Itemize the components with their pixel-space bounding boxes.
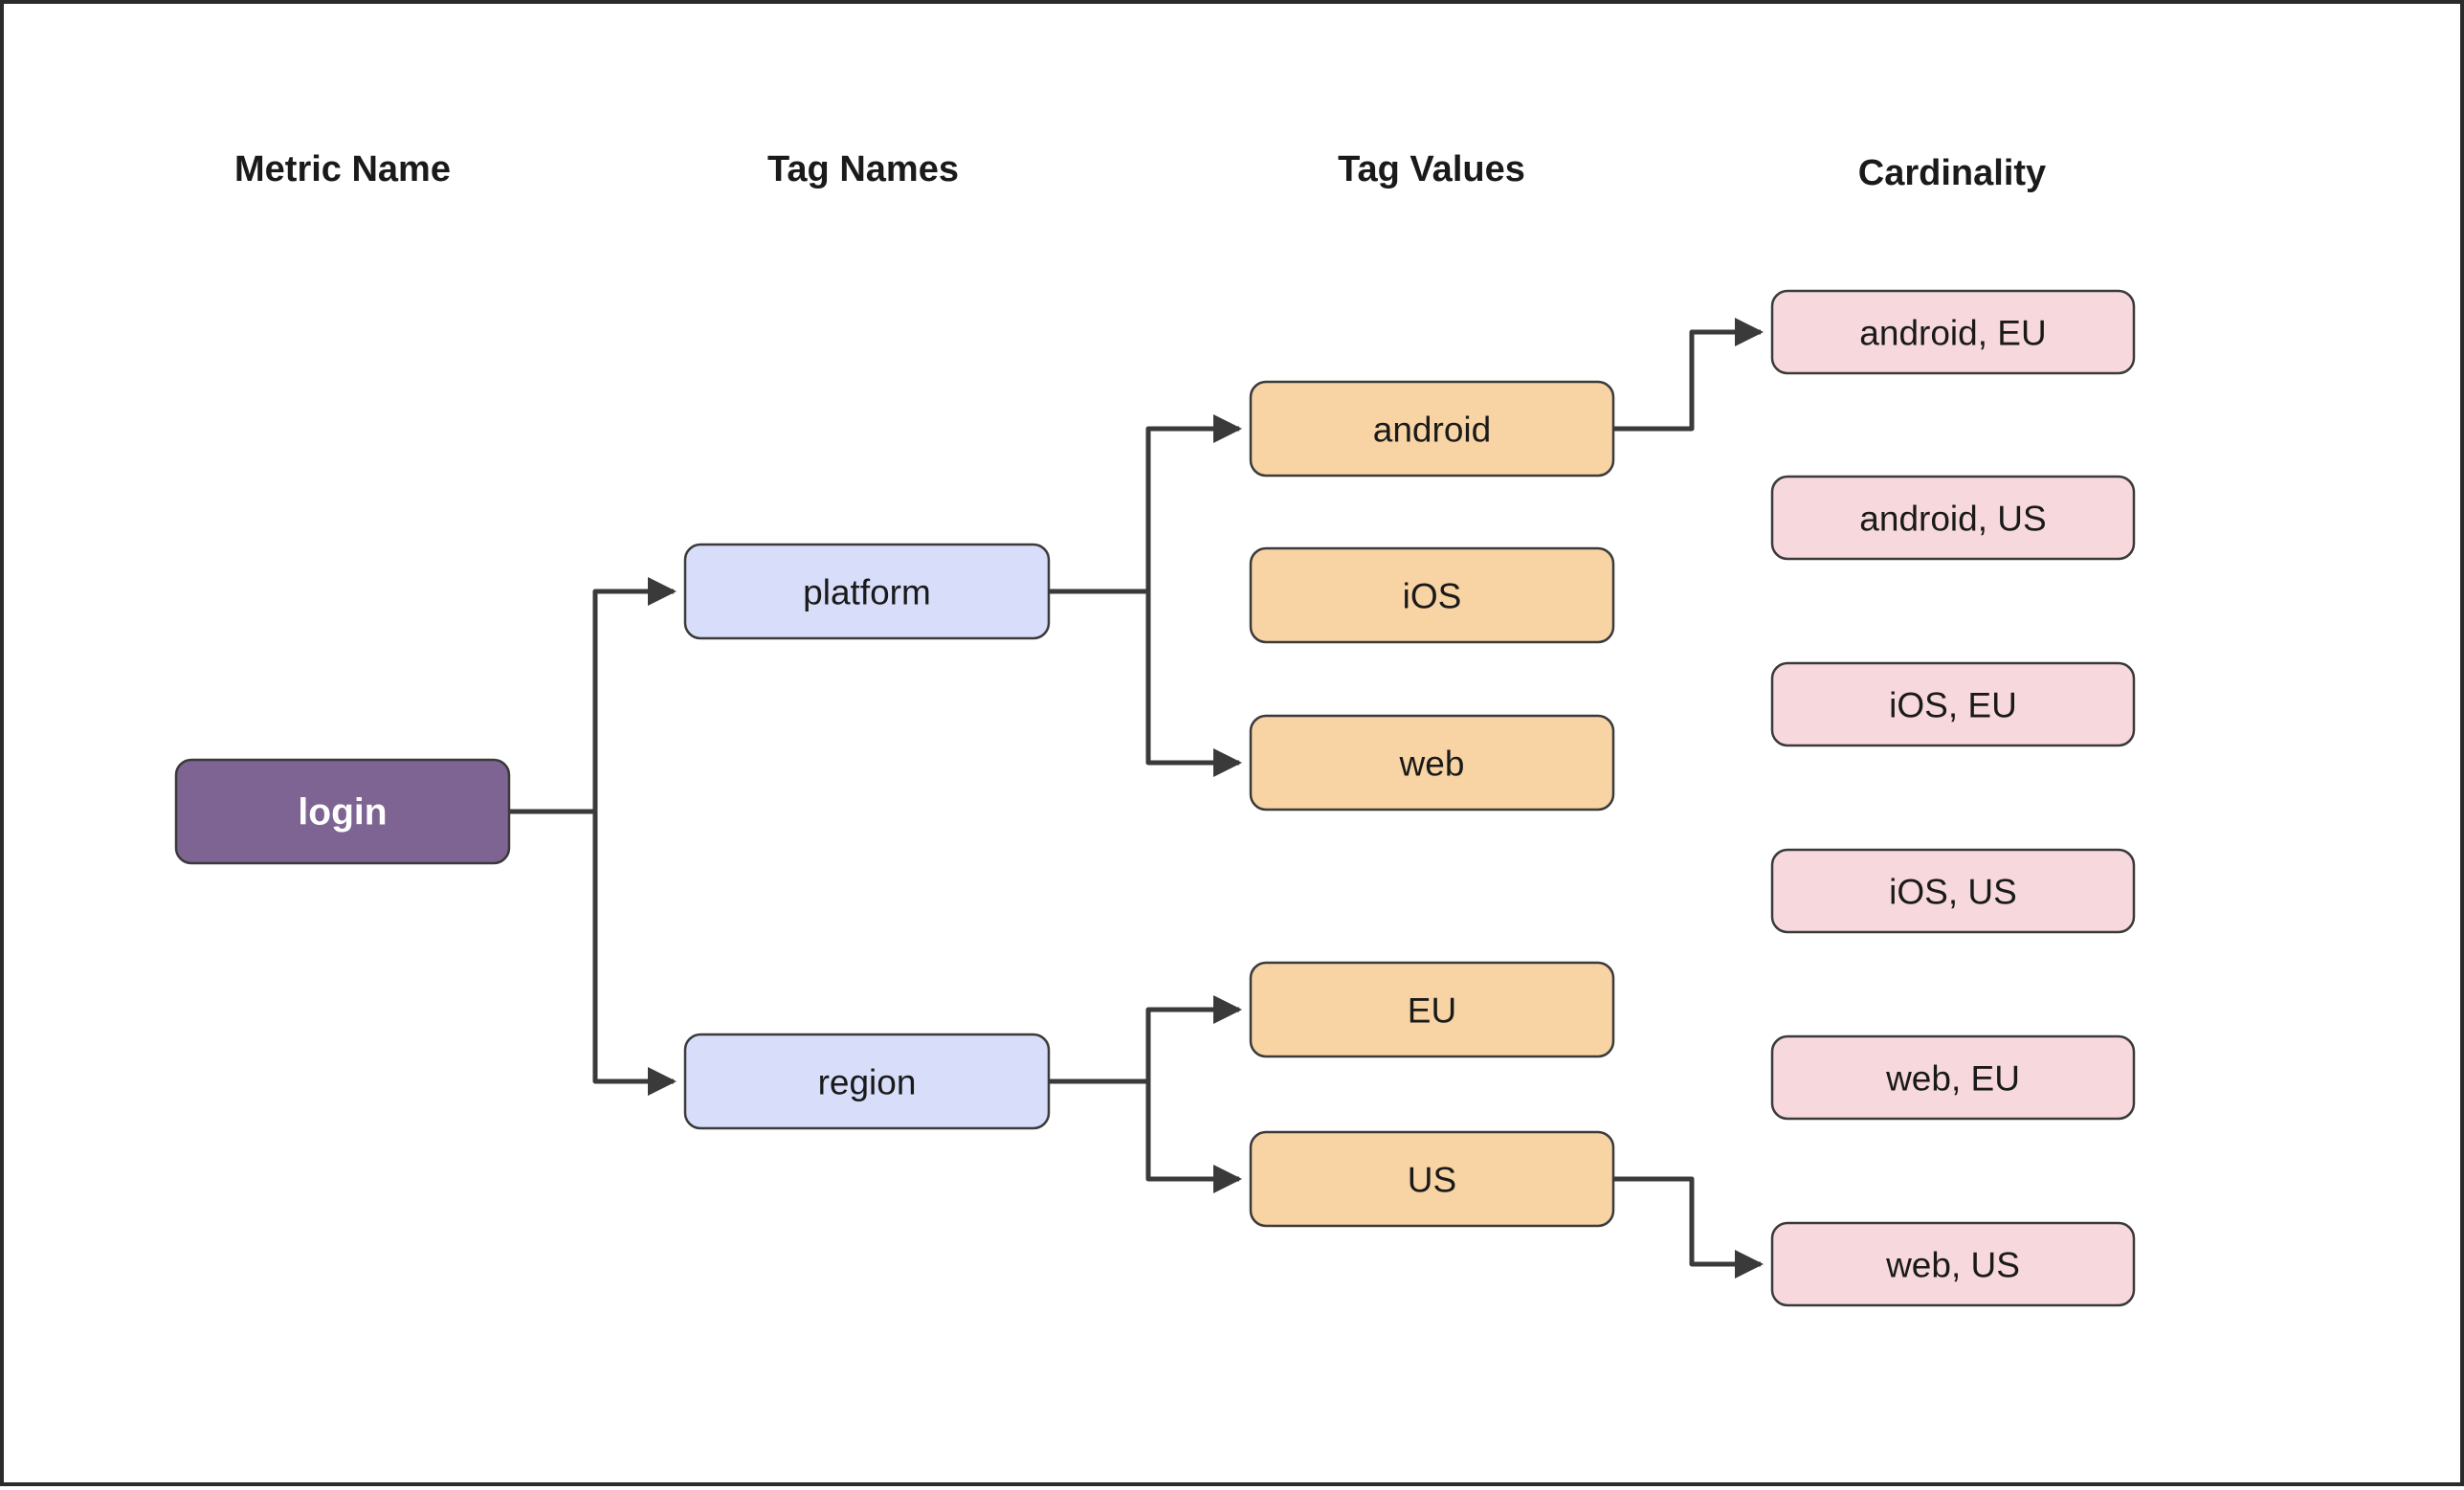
metric-node-box	[174, 758, 511, 865]
cardinality-node-box	[1770, 475, 2136, 561]
cardinality-node-box	[1770, 1034, 2136, 1121]
cardinality-node-label: web, EU	[1885, 1059, 2020, 1099]
cardinality-node-android-eu[interactable]: android, EU	[1770, 289, 2136, 375]
edge-platform-to-android	[1145, 414, 1242, 591]
cardinality-node-label: web, US	[1885, 1246, 2020, 1285]
cardinality-node-box	[1770, 1221, 2136, 1307]
column-header-tag-names: Tag Names	[767, 149, 959, 189]
tag-value-node-box	[1249, 961, 1615, 1058]
tag-value-node-label: web	[1399, 745, 1465, 784]
cardinality-node-box	[1770, 848, 2136, 934]
cardinality-node-box	[1770, 661, 2136, 747]
tag-name-node-label: platform	[803, 573, 931, 612]
column-headers: Metric Name Tag Names Tag Values Cardinalit…	[234, 149, 2046, 193]
edge-region-to-eu	[1145, 995, 1242, 1081]
tag-value-node-box	[1249, 1130, 1615, 1228]
tag-value-node-box	[1249, 380, 1615, 478]
cardinality-node-label: android, EU	[1859, 314, 2046, 353]
cardinality-node-android-us[interactable]: android, US	[1770, 475, 2136, 561]
edges-layer	[509, 318, 1764, 1279]
tag-name-node-label: region	[818, 1063, 917, 1102]
tag-name-node-region[interactable]: region	[683, 1033, 1051, 1130]
tag-value-node-box	[1249, 714, 1615, 812]
edge-region-to-us	[1145, 1081, 1242, 1193]
column-header-tag-values: Tag Values	[1338, 149, 1525, 189]
cardinality-node-box	[1770, 289, 2136, 375]
cardinality-node-web-us[interactable]: web, US	[1770, 1221, 2136, 1307]
tag-value-node-android[interactable]: android	[1249, 380, 1615, 478]
edge-us-to-web-us	[1613, 1176, 1764, 1279]
tag-value-node-label: iOS	[1403, 577, 1462, 616]
cardinality-node-label: iOS, US	[1889, 873, 2017, 912]
cardinality-node-web-eu[interactable]: web, EU	[1770, 1034, 2136, 1121]
cardinality-node-ios-eu[interactable]: iOS, EU	[1770, 661, 2136, 747]
edge-android-to-android-eu	[1613, 318, 1764, 432]
metric-node-label: login	[298, 792, 387, 834]
cardinality-tree-diagram: Metric Name Tag Names Tag Values Cardinalit…	[174, 149, 2136, 1307]
tag-name-node-box	[683, 1033, 1051, 1130]
tag-value-node-eu[interactable]: EU	[1249, 961, 1615, 1058]
tag-value-node-label: US	[1408, 1161, 1456, 1200]
edge-platform-to-web	[1145, 591, 1242, 777]
column-header-metric-name: Metric Name	[234, 149, 451, 189]
edge-login-to-region	[592, 812, 677, 1096]
metric-node-login[interactable]: login	[174, 758, 511, 865]
tag-name-node-platform[interactable]: platform	[683, 543, 1051, 640]
tag-value-node-label: EU	[1408, 991, 1456, 1031]
edge-login-to-platform	[592, 577, 677, 812]
column-header-cardinality: Cardinality	[1858, 153, 2046, 193]
cardinality-node-label: android, US	[1859, 500, 2046, 539]
tag-value-node-us[interactable]: US	[1249, 1130, 1615, 1228]
tag-name-node-box	[683, 543, 1051, 640]
cardinality-node-ios-us[interactable]: iOS, US	[1770, 848, 2136, 934]
tag-value-node-ios[interactable]: iOS	[1249, 546, 1615, 644]
tag-value-node-web[interactable]: web	[1249, 714, 1615, 812]
tag-value-node-box	[1249, 546, 1615, 644]
tag-value-node-label: android	[1373, 411, 1491, 450]
cardinality-node-label: iOS, EU	[1889, 686, 2017, 725]
